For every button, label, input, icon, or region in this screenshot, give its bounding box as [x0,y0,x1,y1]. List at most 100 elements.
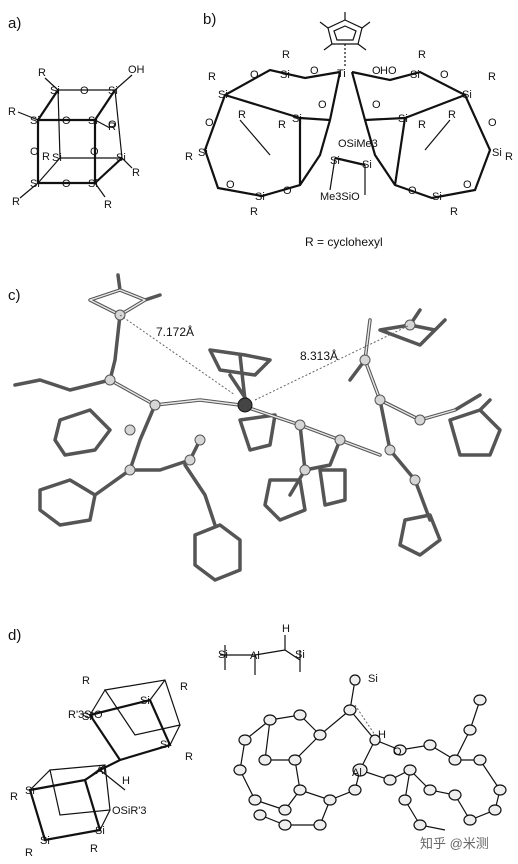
al-h-schematic [220,635,301,675]
r-group: R [104,199,112,211]
o-atom: O [372,65,381,77]
hydroxyl-group: OH [128,64,145,76]
si-atom: Si [52,152,62,164]
o-atom: O [62,115,71,127]
r-group: R [185,151,193,163]
r-group: R [250,206,258,218]
r-group: R [10,791,18,803]
r-group: R [488,71,496,83]
si-atom: Si [95,825,105,837]
al-atom: Al [96,765,106,777]
si-atom: Si [30,178,40,190]
panel-a: a) Si Si Si Si Si Si Si Si O O O O [8,15,145,211]
o-atom: O [62,178,71,190]
panel-c-label: c) [8,287,21,304]
si-atom: Si [40,835,50,847]
r-group: R [505,151,513,163]
distance-line-1 [119,314,236,396]
o-atom: O [408,185,417,197]
si-atom: Si [198,147,208,159]
si-atom: Si [492,147,502,159]
r-group: R [185,751,193,763]
panel-d-label: d) [8,627,21,644]
hydrogen-atom: H [122,775,130,787]
r-group: R [418,49,426,61]
distance-line-2 [254,324,411,401]
si-atom: Si [255,191,265,203]
r-group: R [42,151,50,163]
panel-b: b) Ti Si Si Si [185,11,513,249]
si-atom: Si [368,673,378,685]
cage-bonds [203,68,492,200]
ortep-ellipsoids [233,674,507,831]
o-atom: O [488,117,497,129]
o-atom: O [283,185,292,197]
panel-d: d) Al H R'3SiO OSiR'3 Si Si Si Si Si Si … [8,623,507,859]
ti-atom: Ti [337,68,346,80]
distance-label-2: 8.313Å [300,348,338,363]
r-group: R [108,121,116,133]
si-atom: Si [30,115,40,127]
cube-silsesquioxane-bonds [17,74,133,199]
o-atom: O [463,179,472,191]
o-atom: O [372,99,381,111]
si-atom: Si [362,159,372,171]
o-atom: O [310,65,319,77]
si-atom: Si [218,649,228,661]
r-group: R [450,206,458,218]
si-atom: Si [82,711,92,723]
o-atom: O [90,146,99,158]
si-atom: Si [50,85,60,97]
hydroxyl-group: HO [380,65,397,77]
trialkylsiloxy-group: OSiR'3 [112,805,147,817]
si-atom: Si [25,785,35,797]
r-group: R [282,49,290,61]
hydrogen-atom: H [378,729,386,741]
si-atom: Si [462,89,472,101]
r-group: R [82,675,90,687]
r-group: R [8,106,16,118]
si-atom: Si [280,69,290,81]
ortep-structure [239,679,501,831]
hydrogen-atom: H [282,623,290,635]
r-group: R [418,119,426,131]
si-atom: Si [292,113,302,125]
trialkylsiloxy-group: R'3SiO [68,709,103,721]
si-balls [104,309,426,486]
r-group: R [132,167,140,179]
r-group: R [180,681,188,693]
si-atom: Si [432,191,442,203]
si-atom: Si [88,115,98,127]
o-atom: O [393,746,402,758]
panel-b-label: b) [203,11,216,28]
stick-model [13,273,502,582]
panel-a-label: a) [8,15,21,32]
si-atom: Si [295,649,305,661]
r-group: R [38,67,46,79]
dimeric-cage-bonds [28,679,181,842]
r-group: R [208,71,216,83]
o-atom: O [30,146,39,158]
si-atom: Si [108,85,118,97]
si-atom: Si [218,89,228,101]
ti-ball [237,397,253,413]
r-group: R [448,109,456,121]
trimethylsiloxy-group: OSiMe3 [338,138,378,150]
r-group: R [238,109,246,121]
o-atom: O [440,69,449,81]
o-atom: O [205,117,214,129]
si-atom: Si [116,152,126,164]
si-atom: Si [330,155,340,167]
r-group: R [278,119,286,131]
o-atom: O [250,69,259,81]
si-atom: Si [398,113,408,125]
watermark: 知乎 @米测 [420,836,489,851]
r-group: R [12,196,20,208]
si-atom: Si [410,69,420,81]
si-atom: Si [140,695,150,707]
trimethylsiloxy-group: Me3SiO [320,191,360,203]
o-atom: O [226,179,235,191]
o-atom: O [108,119,117,131]
cyclohexyl-legend: R = cyclohexyl [305,235,383,249]
